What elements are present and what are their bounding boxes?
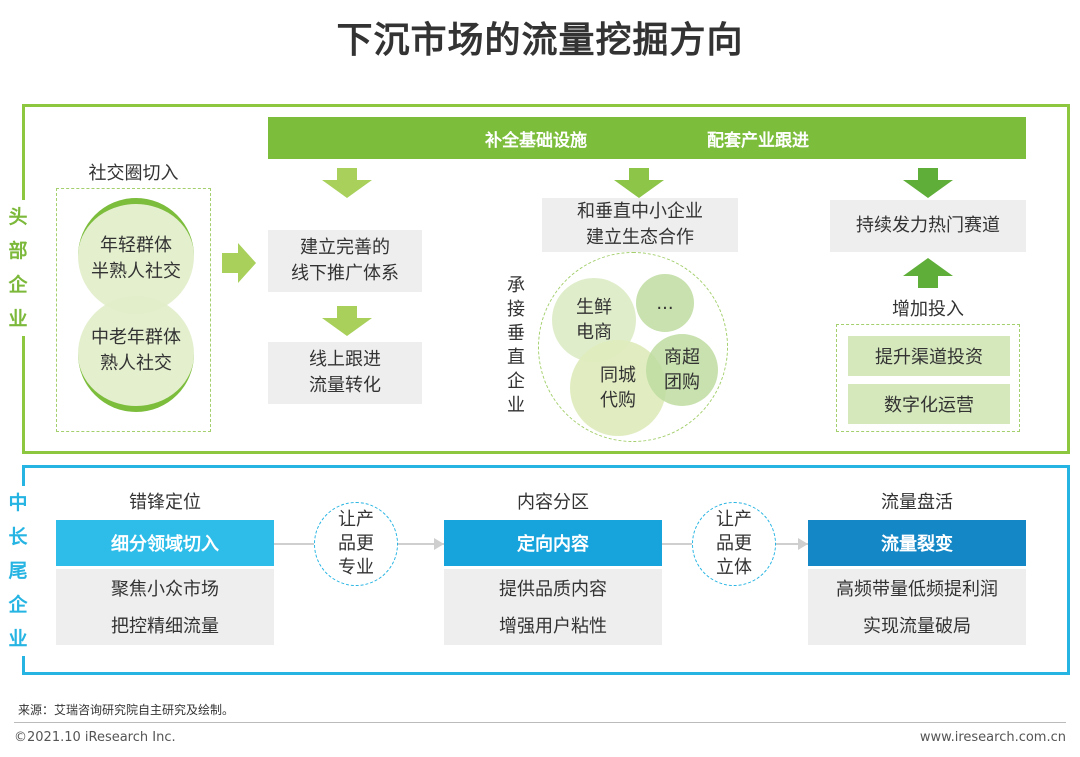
circle-text: 让产 [716, 509, 752, 530]
young-group-circle: 年轻群体 半熟人社交 [78, 198, 194, 314]
box-text: 建立生态合作 [586, 227, 694, 248]
detail-line: 增强用户粘性 [499, 616, 607, 637]
head-label-char: 业 [8, 308, 28, 330]
ecosystem-dashed-ring [538, 252, 728, 442]
circle-text: 品更 [338, 533, 374, 554]
arrow-head-icon [434, 538, 444, 550]
traffic-fission-details: 高频带量低频提利润 实现流量破局 [808, 569, 1026, 645]
box-text: 线上跟进 [309, 349, 381, 370]
detail-line: 提供品质内容 [499, 579, 607, 600]
vertical-label-char: 企 [507, 371, 525, 392]
circle-text: 半熟人社交 [91, 261, 181, 282]
vertical-enterprise-label: 承 接 垂 直 企 业 [505, 274, 527, 418]
social-entry-title: 社交圈切入 [88, 163, 179, 184]
ecosystem-cooperation-box: 和垂直中小企业 建立生态合作 [542, 198, 738, 252]
long-tail-enterprise-label: 中 长 尾 企 业 [4, 486, 32, 656]
box-text: 线下推广体系 [291, 263, 399, 284]
social-entry-box [56, 188, 211, 432]
circle-text: 年轻群体 [100, 235, 172, 256]
circle-text: 团购 [664, 372, 700, 393]
copyright-text: ©2021.10 iResearch Inc. [14, 730, 176, 745]
group-caption-positioning: 错锋定位 [129, 492, 201, 513]
increase-investment-title: 增加投入 [892, 299, 964, 320]
mid-label-char: 尾 [8, 560, 28, 582]
circle-text: 专业 [338, 557, 374, 578]
detail-line: 聚焦小众市场 [111, 579, 219, 600]
mid-label-char: 企 [8, 594, 28, 616]
page-title: 下沉市场的流量挖掘方向 [336, 20, 744, 61]
footer-divider [14, 722, 1066, 723]
online-conversion-box: 线上跟进 流量转化 [268, 342, 422, 404]
circle-text: 熟人社交 [100, 353, 172, 374]
head-label-char: 企 [8, 274, 28, 296]
circle-text: 立体 [716, 557, 752, 578]
box-text: 和垂直中小企业 [577, 201, 703, 222]
elderly-group-circle: 中老年群体 熟人社交 [78, 296, 194, 412]
down-arrow-icon [322, 306, 372, 336]
digital-operation-item: 数字化运营 [848, 384, 1010, 424]
down-arrow-icon [614, 168, 664, 198]
vertical-label-char: 承 [507, 275, 525, 296]
down-arrow-icon [322, 168, 372, 198]
mid-label-char: 长 [8, 526, 28, 548]
hot-track-box: 持续发力热门赛道 [830, 200, 1026, 252]
circle-text: 中老年群体 [91, 327, 181, 348]
vertical-label-char: 直 [507, 347, 525, 368]
box-text: 流量转化 [309, 375, 381, 396]
down-arrow-icon [903, 168, 953, 198]
more-circle: ... [636, 274, 694, 332]
offline-promotion-box: 建立完善的 线下推广体系 [268, 230, 422, 292]
website-link[interactable]: www.iresearch.com.cn [919, 730, 1066, 745]
source-note: 来源：艾瑞咨询研究院自主研究及绘制。 [18, 703, 235, 717]
head-label-char: 部 [8, 240, 28, 262]
arrow-head-icon [798, 538, 808, 550]
segment-entry-details: 聚焦小众市场 把控精细流量 [56, 569, 274, 645]
channel-investment-item: 提升渠道投资 [848, 336, 1010, 376]
targeted-content-details: 提供品质内容 增强用户粘性 [444, 569, 662, 645]
circle-text: 代购 [600, 390, 636, 411]
detail-line: 实现流量破局 [863, 616, 971, 637]
circle-text: 让产 [338, 509, 374, 530]
investment-box [836, 324, 1020, 432]
mid-label-char: 中 [8, 492, 28, 514]
vertical-label-char: 业 [507, 395, 525, 416]
segment-entry-header: 细分领域切入 [56, 520, 274, 566]
head-label-char: 头 [8, 206, 28, 228]
vertical-label-char: 垂 [507, 323, 525, 344]
circle-text: 品更 [716, 533, 752, 554]
circle-text: ... [656, 292, 674, 314]
circle-text: 生鲜 [576, 297, 612, 318]
circle-text: 同城 [600, 365, 636, 386]
head-enterprise-label: 头 部 企 业 [4, 200, 32, 336]
box-text: 建立完善的 [300, 237, 390, 258]
group-caption-content: 内容分区 [517, 492, 589, 513]
group-buying-circle: 商超 团购 [646, 334, 718, 406]
up-arrow-icon [903, 258, 953, 288]
banner-text-infrastructure: 补全基础设施 [485, 130, 587, 151]
detail-line: 高频带量低频提利润 [836, 579, 998, 600]
right-arrow-icon [222, 243, 256, 283]
circle-text: 电商 [576, 322, 612, 343]
infrastructure-banner: 补全基础设施 配套产业跟进 [268, 117, 1026, 159]
vertical-label-char: 接 [507, 299, 525, 320]
detail-line: 把控精细流量 [111, 616, 219, 637]
targeted-content-header: 定向内容 [444, 520, 662, 566]
banner-text-industry: 配套产业跟进 [707, 130, 809, 151]
group-caption-traffic: 流量盘活 [881, 492, 953, 513]
more-dimensional-circle: 让产 品更 立体 [692, 502, 776, 586]
mid-label-char: 业 [8, 628, 28, 650]
traffic-fission-header: 流量裂变 [808, 520, 1026, 566]
circle-text: 商超 [664, 347, 700, 368]
more-professional-circle: 让产 品更 专业 [314, 502, 398, 586]
